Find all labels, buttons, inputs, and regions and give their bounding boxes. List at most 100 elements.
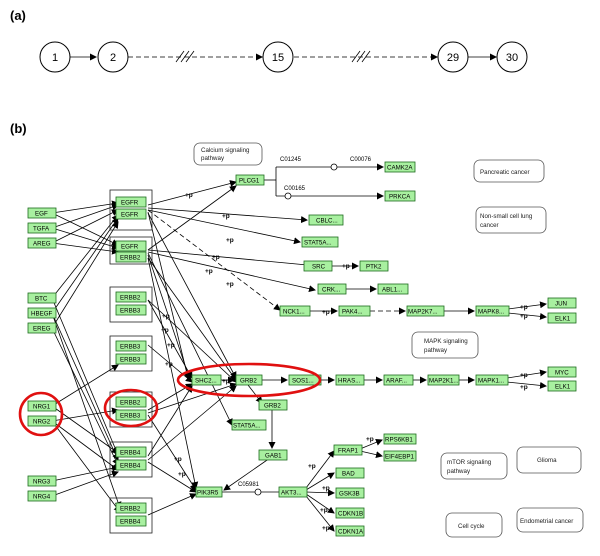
gene-cdkn1b	[335, 507, 365, 519]
gene-crk	[317, 283, 347, 295]
gene-erbb4-g2-label: ERBB4	[120, 463, 141, 470]
gene-areg	[27, 237, 57, 249]
gene-cdkn1b-label: CDKN1B	[338, 511, 363, 518]
chain-node-15	[262, 41, 294, 73]
gene-erbb3-f-label: ERBB3	[120, 413, 141, 420]
gene-cblc-label: CBLC...	[316, 218, 338, 225]
gene-erbb3-e2-label: ERBB3	[120, 357, 141, 364]
gene-nrg2	[27, 415, 57, 427]
rel-label: +p	[226, 281, 234, 288]
chain-node-2-label: 2	[110, 52, 116, 64]
gene-crk-label: CRK...	[322, 287, 341, 294]
gene-ptk2	[359, 260, 389, 272]
gene-erbb4-h-label: ERBB4	[120, 519, 141, 526]
gene-egf-label: EGF	[35, 211, 48, 218]
rel-label: +p	[167, 342, 175, 349]
rel-label: +p	[205, 268, 213, 275]
gene-erbb2-f	[115, 396, 147, 408]
gene-btc-label: BTC	[35, 296, 48, 303]
gene-plcg1-label: PLCG1	[239, 178, 260, 185]
gene-bad	[335, 467, 365, 479]
gene-erbb2-c	[115, 251, 147, 263]
gene-nck1	[279, 305, 311, 317]
rel-label: +p	[320, 507, 328, 514]
gene-nrg4	[27, 490, 57, 502]
rel-label: +p	[342, 263, 350, 270]
gene-egfr-c-label: EGFR	[121, 244, 139, 251]
gene-camk2a-label: CAMK2A	[387, 165, 413, 172]
map-nsclc-line1: Non-small cell lung	[480, 213, 533, 220]
gene-erbb3-e1	[115, 340, 147, 352]
gene-akt3-label: AKT3...	[281, 490, 302, 497]
gene-mapk8-label: MAPK8...	[478, 309, 504, 316]
gene-frap1-label: FRAP1	[338, 448, 359, 455]
gene-tgfa-label: TGFA	[33, 226, 50, 233]
rel-label: +p	[162, 313, 170, 320]
map-glioma	[516, 446, 582, 474]
gene-nrg1	[27, 400, 57, 412]
gene-ptk2-label: PTK2	[366, 264, 382, 271]
compound-c05981	[254, 488, 262, 496]
break-symbol-2	[351, 50, 371, 63]
compound-c00165-label: C00165	[284, 186, 306, 192]
gene-akt3	[278, 486, 308, 498]
gene-stat5a-bottom-label: STAT5A...	[233, 423, 261, 430]
map-nsclc-line2: cancer	[480, 222, 499, 229]
gene-ereg	[27, 322, 57, 334]
gene-eif4ebp1	[383, 450, 417, 462]
gene-erbb4-g2	[115, 459, 147, 471]
rel-label: +p	[161, 327, 169, 334]
rel-label: +p	[178, 471, 186, 478]
gene-src	[303, 260, 333, 272]
map-boxes: Calcium signaling pathway Pancreatic can…	[193, 142, 584, 538]
gene-pak4	[338, 305, 371, 317]
map-mapk-signaling	[411, 331, 479, 359]
gene-hbegf	[27, 307, 57, 319]
chain-node-1	[39, 41, 71, 73]
break-symbol-1	[175, 50, 195, 63]
compound-c01245	[330, 163, 338, 171]
highlight-nrg	[18, 391, 64, 437]
gene-erbb3-d-label: ERBB3	[120, 308, 141, 315]
gene-areg-label: AREG	[33, 241, 51, 248]
gene-pak4-label: PAK4...	[342, 309, 363, 316]
map-mapk-line2: pathway	[424, 347, 448, 354]
rel-label: +p	[520, 372, 528, 379]
gene-myc-label: MYC	[555, 370, 569, 377]
gene-prkca	[384, 190, 416, 202]
gene-map2k7	[406, 305, 445, 317]
gene-erbb2-h-label: ERBB2	[120, 506, 141, 513]
gene-shc2-label: SHC2...	[195, 378, 217, 385]
gene-erbb2-c-label: ERBB2	[120, 255, 141, 262]
relation-labels: +p +p +p +p +p +p +p +p +p +p +p +p +p +…	[161, 192, 528, 532]
gene-map2k7-label: MAP2K7...	[408, 309, 438, 316]
compound-c00165	[284, 192, 292, 200]
compound-c01245-label: C01245	[280, 157, 302, 163]
gene-cdkn1a	[335, 525, 365, 537]
rel-label: +p	[212, 254, 220, 261]
map-nsclc	[475, 206, 547, 234]
rel-label: +p	[322, 485, 330, 492]
rel-label: +p	[322, 309, 330, 316]
gene-nrg2-label: NRG2	[33, 419, 51, 426]
gene-egfr-a	[115, 196, 147, 208]
gene-egfr-c	[115, 240, 147, 252]
gene-araf	[383, 374, 414, 386]
gene-elk1-top	[547, 312, 577, 324]
gene-erbb4-g1-label: ERBB4	[120, 450, 141, 457]
map-mtor-signaling	[440, 452, 508, 480]
gene-nrg4-label: NRG4	[33, 494, 51, 501]
map-cell-cycle	[445, 512, 503, 538]
group-erbb4-erbb4	[109, 441, 153, 478]
gene-egfr-b	[115, 208, 147, 220]
rel-label: +p	[222, 378, 230, 385]
compound-c05981-label: C05981	[238, 482, 260, 488]
gene-egfr-b-label: EGFR	[121, 212, 139, 219]
gene-elk1-bottom-label: ELK1	[555, 384, 571, 391]
gene-abl1	[377, 283, 409, 295]
gene-src-label: SRC	[312, 264, 326, 271]
gene-prkca-label: PRKCA	[389, 194, 411, 201]
gene-myc	[547, 366, 577, 378]
gene-grb2-bottom	[258, 399, 288, 411]
